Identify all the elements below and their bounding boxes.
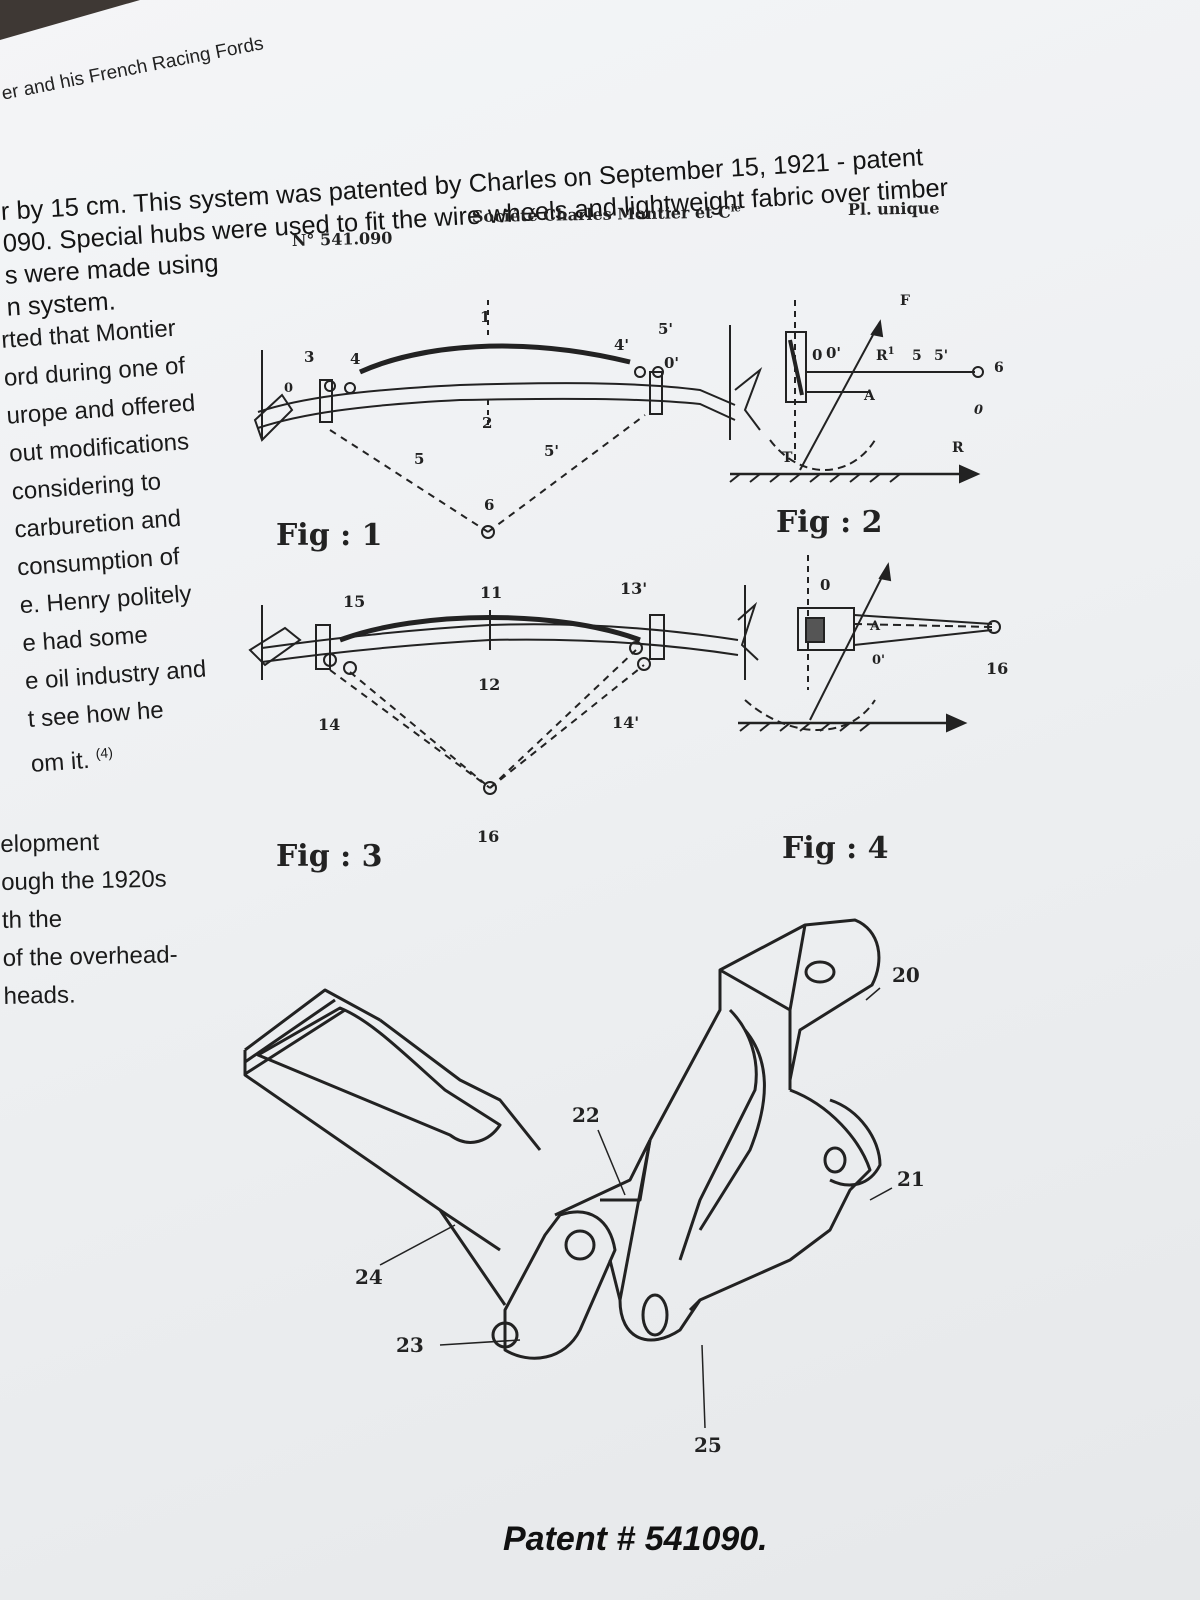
page-shadow-corner <box>0 0 140 40</box>
fig-3-drawing <box>248 585 759 795</box>
fig3-label: 13' <box>620 579 647 598</box>
fig2-label: 0' <box>826 344 841 362</box>
fig4-label: 16 <box>986 659 1008 678</box>
bracket-label: 21 <box>897 1167 925 1191</box>
fig1-label: 1 <box>480 308 490 326</box>
fig2-label: 0 <box>974 403 983 418</box>
fig2-label: 5' <box>934 348 948 364</box>
fig1-label: 3 <box>304 348 314 366</box>
fig2-label: R <box>952 440 964 456</box>
fig1-label: 0 <box>284 381 293 396</box>
fig-1-drawing <box>253 300 763 539</box>
fig1-label: 5' <box>658 320 673 338</box>
fig-4-drawing <box>738 555 1001 733</box>
patent-company: Société Charles Montier et Cie <box>472 202 741 226</box>
fig-1-labels: 0 3 4 1 4' 5' 0' 2 5 5' 6 Fig : 1 <box>276 308 679 553</box>
fig3-label: 14 <box>318 715 340 734</box>
fig1-label: 6 <box>484 496 494 514</box>
bracket-label: 22 <box>572 1103 600 1127</box>
fig3-label: 16 <box>477 827 499 846</box>
fig2-label: F <box>900 293 910 309</box>
fig2-label: 5 <box>912 348 922 364</box>
fig-2-drawing <box>729 300 984 484</box>
company-name: Société Charles Montier et C <box>472 202 731 226</box>
fig4-label: A <box>869 619 881 634</box>
fig1-label: 4' <box>614 336 629 354</box>
bracket-label: 25 <box>694 1433 722 1457</box>
fig3-label: 14' <box>612 713 639 732</box>
bracket-drawing <box>243 918 882 1360</box>
fig1-label: 0' <box>664 354 679 372</box>
fig-1-title: Fig : 1 <box>276 518 383 553</box>
company-sup: ie <box>731 203 741 214</box>
bracket-label: 24 <box>355 1265 383 1289</box>
fig2-r1: R <box>876 348 888 364</box>
bracket-leaders <box>379 987 893 1429</box>
fig2-label: A <box>863 388 876 404</box>
fig1-label: 5' <box>544 442 559 460</box>
fig2-label: R1 <box>876 346 895 364</box>
bracket-label: 20 <box>892 963 920 987</box>
fig1-label: 2 <box>482 414 492 432</box>
fig3-label: 12 <box>478 675 500 694</box>
fig-2-title: Fig : 2 <box>776 505 883 540</box>
fig-3-title: Fig : 3 <box>276 839 383 874</box>
bracket-labels: 20 21 22 24 23 25 <box>355 963 925 1457</box>
fig4-label: 0 <box>820 576 830 594</box>
fig-3-labels: 15 11 13' 12 14 14' 16 Fig : 3 <box>276 579 647 874</box>
fig-4-title: Fig : 4 <box>782 831 889 866</box>
plate-unique: Pl. unique <box>848 198 940 219</box>
fig2-label: T <box>782 450 793 466</box>
fig3-label: 15 <box>343 592 365 611</box>
fig2-label: 6 <box>994 360 1004 376</box>
fig1-label: 4 <box>350 350 360 368</box>
fig1-label: 5 <box>414 450 424 468</box>
fig-4-labels: 0 A 0' 16 Fig : 4 <box>782 576 1008 866</box>
fig2-label: 0 <box>812 346 822 364</box>
bracket-label: 23 <box>396 1333 424 1357</box>
fig2-r1-sup: 1 <box>888 346 895 357</box>
patent-caption: Patent # 541090. <box>503 1520 768 1558</box>
fig4-label: 0' <box>872 653 885 668</box>
fig-2-labels: 0 0' F R1 5 5' 6 A R T 0 Fig : 2 <box>776 293 1004 540</box>
fig3-label: 11 <box>480 583 502 602</box>
patent-number: N° 541.090 <box>292 228 393 250</box>
